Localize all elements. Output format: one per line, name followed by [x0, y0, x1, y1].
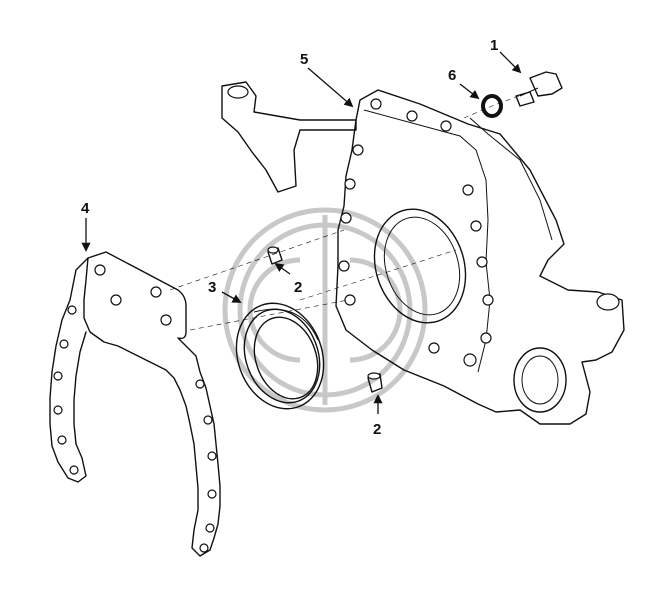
watermark-logo [222, 207, 428, 413]
seal-ring-part-3 [235, 302, 325, 410]
washer-part-6 [481, 94, 503, 118]
callout-1: 1 [490, 37, 498, 54]
callout-2-upper: 2 [294, 279, 302, 296]
front-cover-part-5 [221, 81, 625, 425]
callout-3: 3 [208, 279, 216, 296]
leader-arrows [81, 51, 522, 414]
callout-4: 4 [81, 200, 90, 217]
callout-6: 6 [448, 67, 456, 84]
bolt-part-1 [515, 71, 563, 107]
assembly-lines [169, 91, 531, 331]
callout-5: 5 [300, 51, 308, 68]
gasket-part-4 [49, 251, 221, 557]
dowel-parts-2 [267, 246, 383, 393]
callout-2-lower: 2 [373, 421, 381, 438]
